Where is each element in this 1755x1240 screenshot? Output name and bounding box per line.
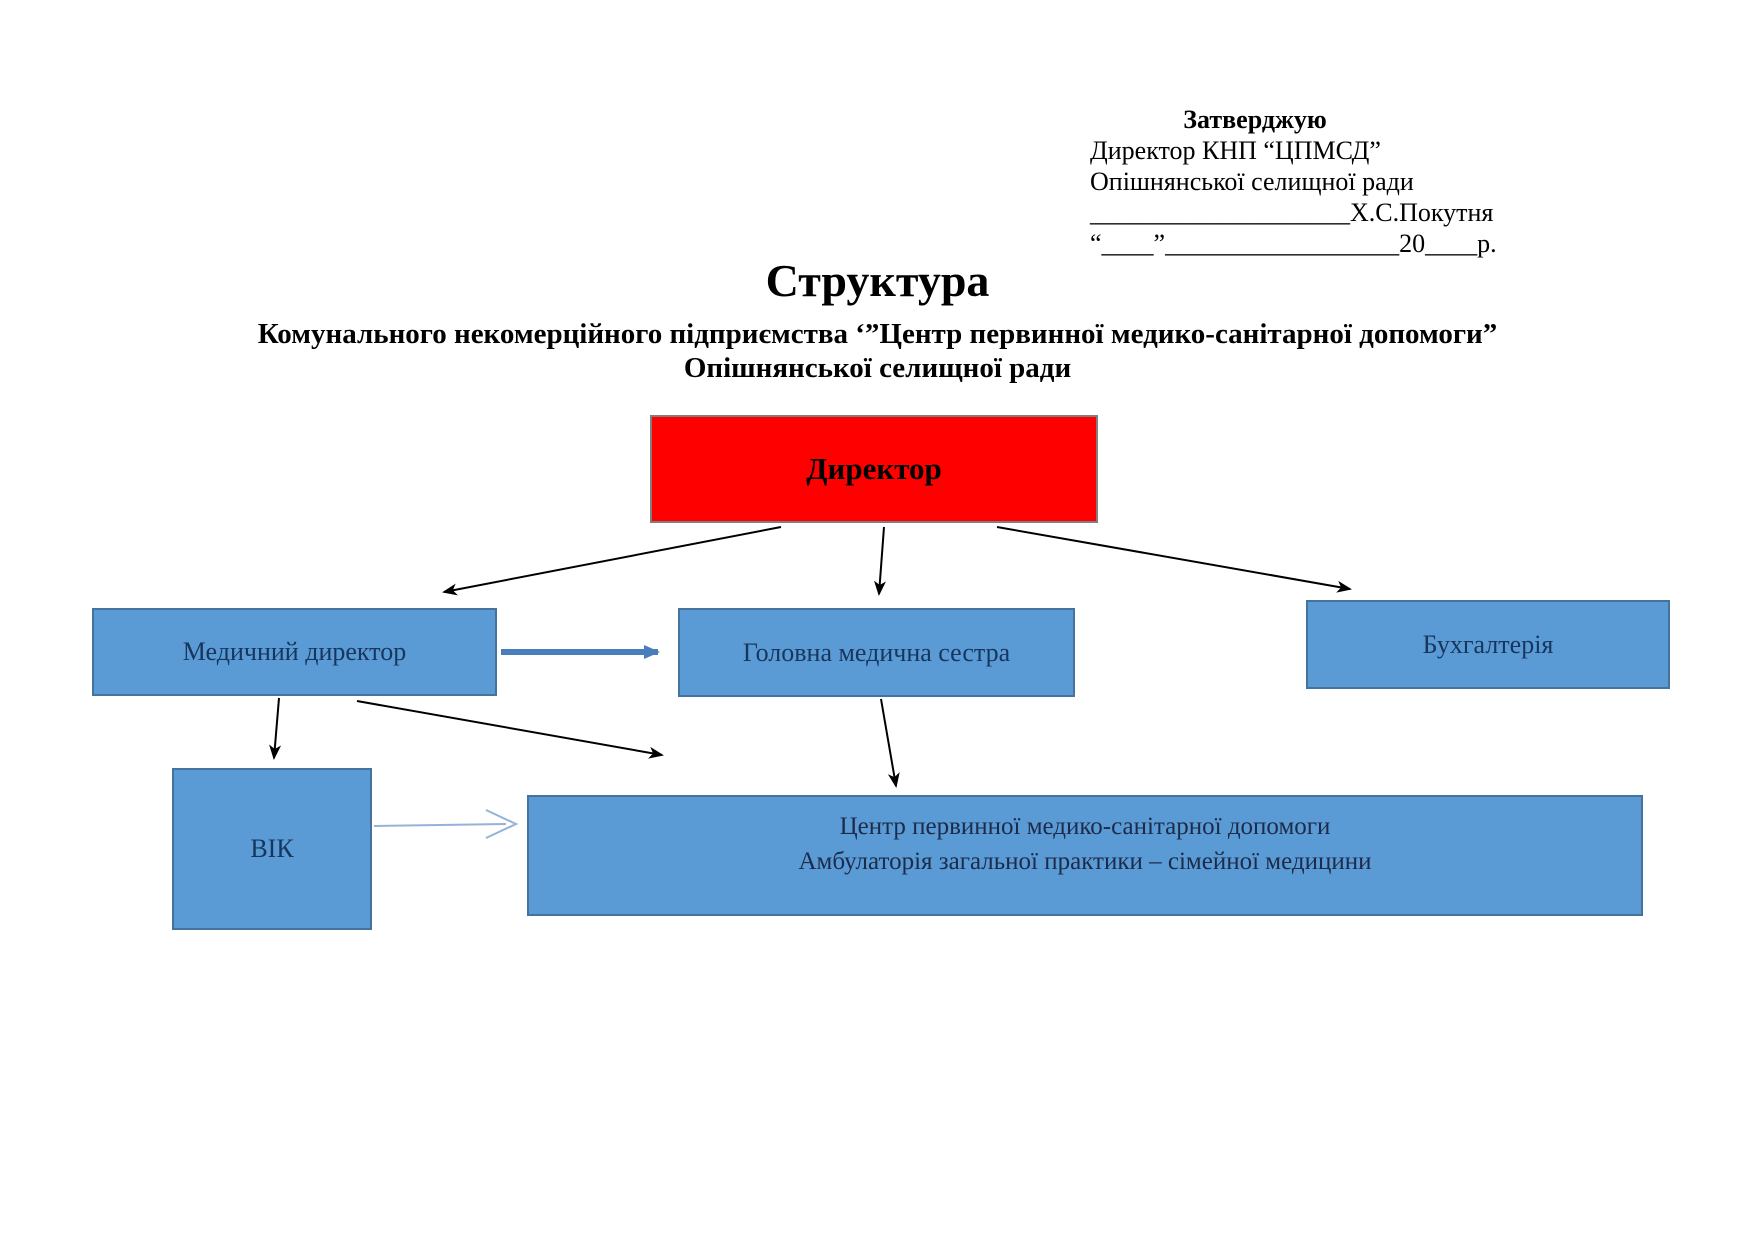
approval-director-line: Директор КНП “ЦПМСД” [1090,136,1381,165]
approval-block: Затверджую Директор КНП “ЦПМСД” Опішнянс… [1090,104,1497,259]
arrow-director-to-head-nurse [873,526,886,596]
node-head-nurse-label: Головна медична сестра [742,637,1011,667]
node-vik: ВІК [172,768,372,930]
chart-subtitle-line2: Опішнянської селищної ради [683,352,1072,384]
node-director: Директор [650,415,1098,523]
node-center-line1: Центр первинної медико-санітарної допомо… [839,813,1331,840]
arrow-head-nurse-to-center [880,698,900,788]
approval-signature-line: ____________________Х.С.Покутня [1090,198,1494,227]
node-vik-label: ВІК [250,834,294,863]
arrow-director-to-accounting [996,526,1352,593]
node-head-nurse: Головна медична сестра [678,608,1075,697]
arrow-vik-to-center-head [485,809,519,839]
node-center-line2: Амбулаторія загальної практики – сімейно… [798,848,1372,875]
chart-title: Структура [765,255,990,306]
node-medical-director: Медичний директор [92,608,497,696]
node-primary-care-center: Центр первинної медико-санітарної допомо… [527,795,1643,916]
approval-heading: Затверджую [1183,105,1327,134]
arrow-medical-director-to-center [356,700,664,759]
approval-date-line: “____”__________________20____р. [1090,229,1497,258]
arrow-medical-director-to-vik [269,697,282,760]
node-director-label: Директор [806,451,942,486]
approval-council-line: Опішнянської селищної ради [1090,167,1414,196]
chart-subtitle-line1: Комунального некомерційного підприємства… [257,318,1498,350]
node-accounting-label: Бухгалтерія [1422,629,1554,659]
arrow-vik-to-center-line [373,823,507,827]
node-medical-director-label: Медичний директор [182,637,407,666]
node-accounting: Бухгалтерія [1306,600,1670,689]
arrow-director-to-medical-director [442,526,782,596]
